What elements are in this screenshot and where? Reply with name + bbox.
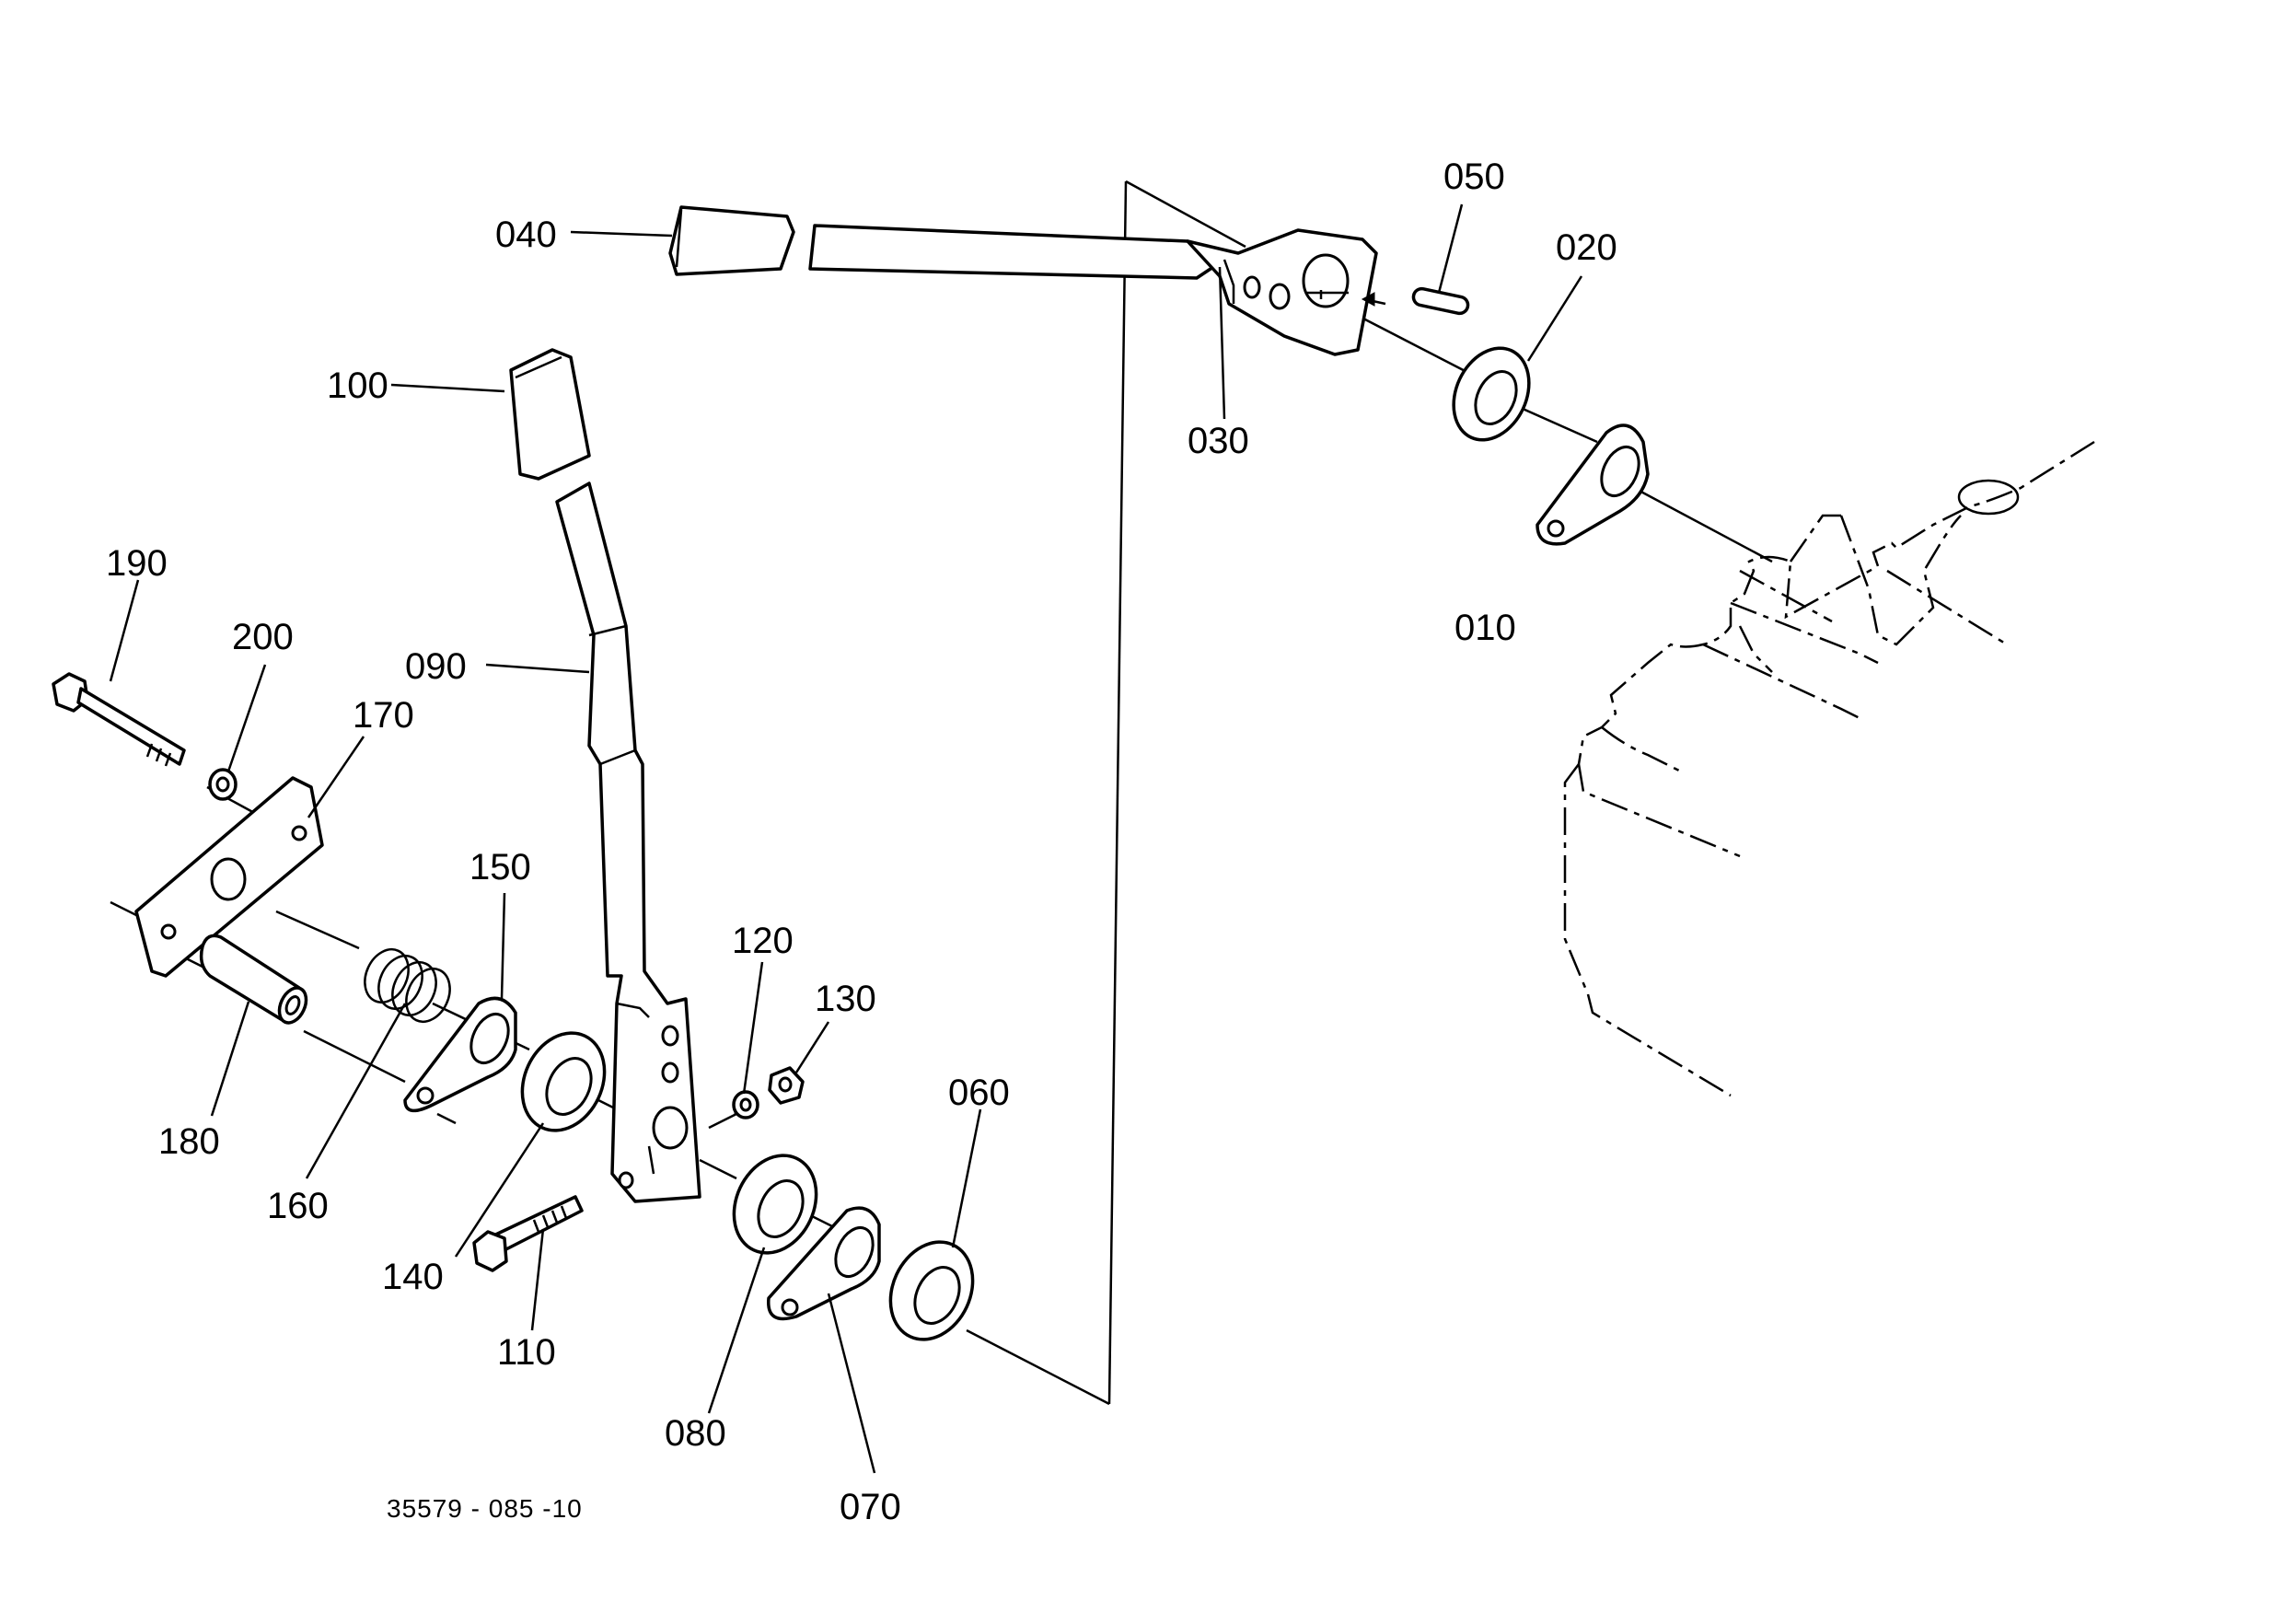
washer-140 — [520, 1031, 607, 1132]
callout-030: 030 — [1188, 421, 1249, 461]
upper-lever-030 — [808, 224, 1386, 356]
callout-020: 020 — [1556, 227, 1617, 268]
nut-130 — [768, 1066, 805, 1105]
callout-170: 170 — [353, 695, 414, 736]
spring-160 — [364, 948, 451, 1023]
callout-labels: 010 020 030 040 050 060 070 080 090 100 … — [106, 157, 1617, 1527]
callout-180: 180 — [158, 1121, 220, 1162]
plate-150 — [403, 996, 517, 1113]
callout-080: 080 — [665, 1413, 726, 1454]
callout-160: 160 — [267, 1186, 329, 1226]
washer-020 — [1452, 346, 1531, 442]
lower-lever-090 — [555, 481, 701, 1203]
callout-060: 060 — [948, 1073, 1010, 1113]
plate-070 — [767, 1206, 881, 1321]
grip-100 — [509, 348, 591, 481]
bolt-190 — [52, 672, 186, 767]
callout-140: 140 — [382, 1257, 444, 1297]
callout-100: 100 — [327, 365, 388, 406]
callout-120: 120 — [732, 921, 794, 961]
grip-040 — [668, 205, 795, 276]
callout-190: 190 — [106, 543, 168, 584]
bracket-plate-010 — [1536, 423, 1650, 546]
callout-110: 110 — [497, 1332, 556, 1373]
callout-010: 010 — [1454, 608, 1516, 648]
callout-200: 200 — [232, 617, 294, 657]
callout-040: 040 — [495, 215, 557, 255]
washer-080 — [732, 1154, 818, 1255]
pin-050 — [1411, 286, 1470, 316]
callout-090: 090 — [405, 646, 467, 687]
bolt-110 — [472, 1195, 584, 1272]
plate-170 — [134, 776, 324, 978]
tractor-body-outline — [1563, 440, 2095, 1097]
callout-130: 130 — [815, 979, 876, 1019]
spacer-180 — [199, 934, 308, 1025]
callout-070: 070 — [840, 1487, 901, 1527]
callout-150: 150 — [469, 847, 531, 887]
leader-lines — [109, 203, 1583, 1474]
drawing-code: 35579 - 085 -10 — [387, 1494, 583, 1523]
lock-washer-120 — [732, 1090, 759, 1119]
washer-060 — [888, 1240, 975, 1341]
washer-200 — [208, 768, 238, 801]
callout-050: 050 — [1443, 157, 1505, 197]
